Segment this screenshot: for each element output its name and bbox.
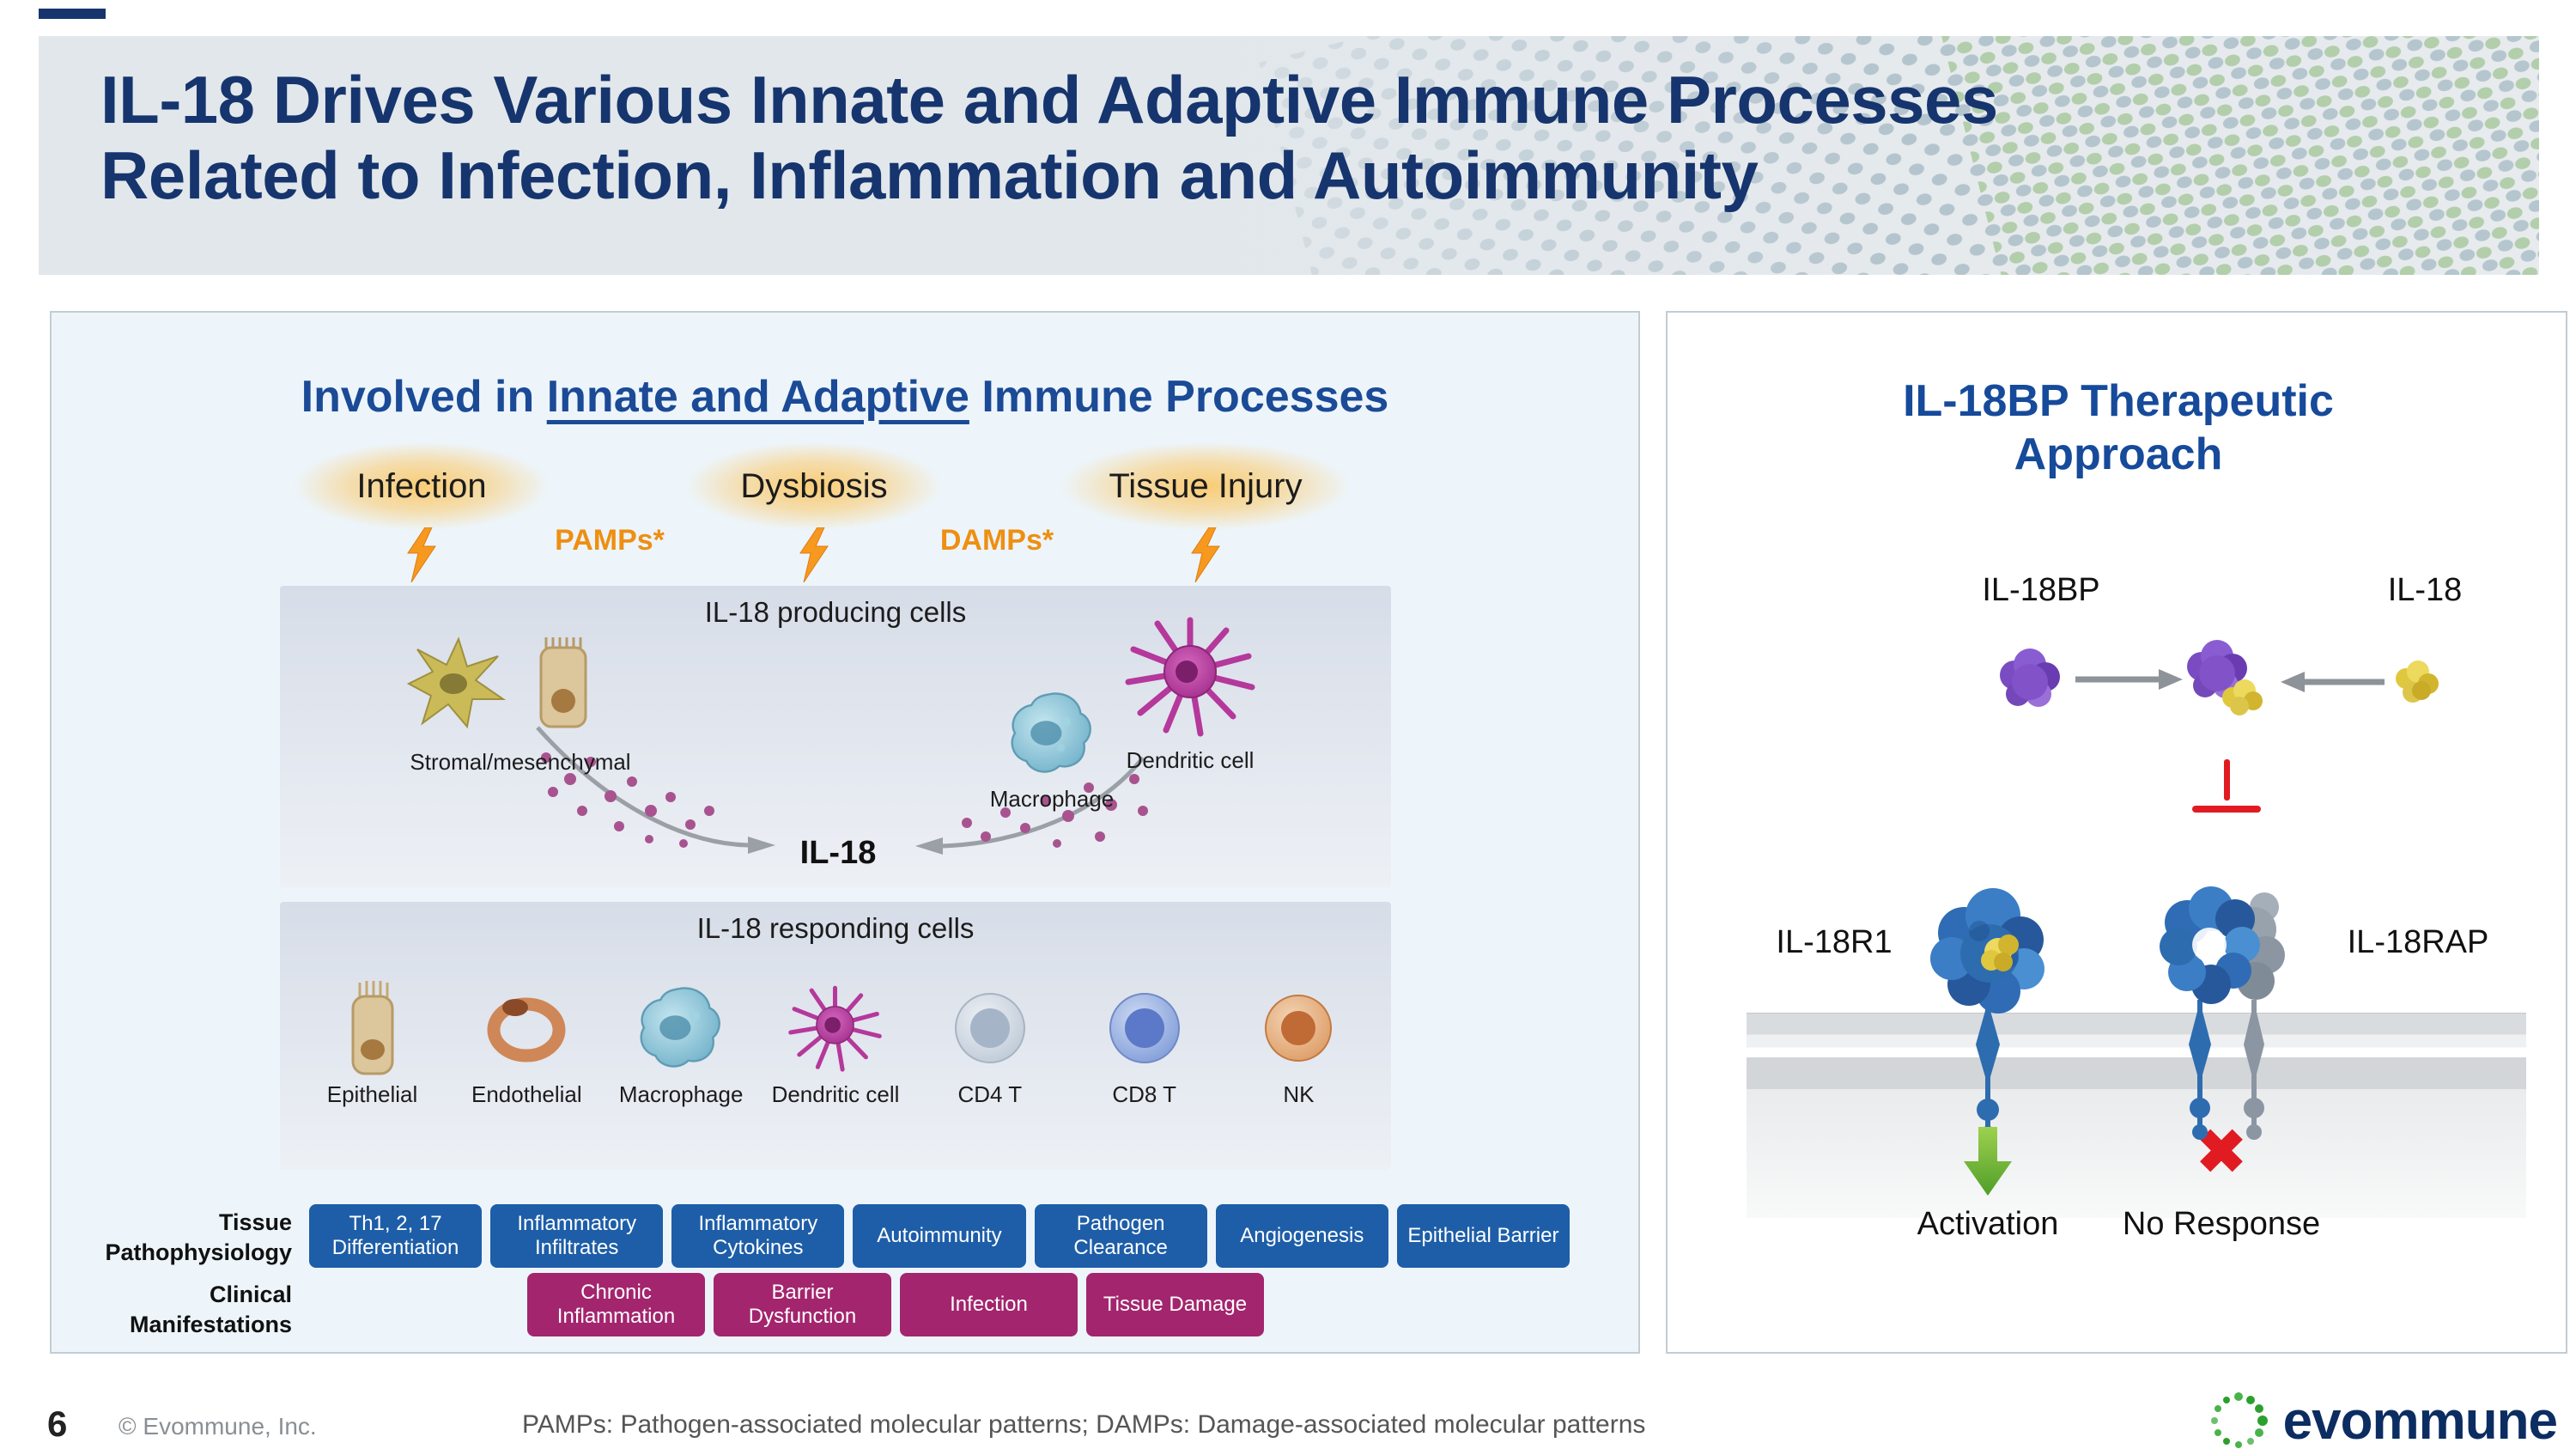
macrophage-icon (615, 977, 748, 1079)
clinical-chip: Barrier Dysfunction (714, 1273, 891, 1336)
no-response-label: No Response (2122, 1206, 2321, 1242)
cell-label: Dendritic cell (1126, 747, 1255, 773)
header-fade (39, 36, 2539, 275)
il18bp-binding-diagram (2000, 640, 2439, 715)
title-line-2: Related to Infection, Inflammation and A… (100, 137, 1759, 214)
panel-title-suffix: Immune Processes (969, 372, 1389, 422)
clinical-chip: Chronic Inflammation (527, 1273, 705, 1336)
dendritic-cell-icon (769, 977, 902, 1079)
il18r1-receptor-icon (1930, 888, 2044, 1166)
lightning-bolt-icon (407, 527, 436, 582)
copyright: © Evommune, Inc. (118, 1413, 317, 1440)
trigger-tissue-injury-label: Tissue Injury (1060, 441, 1352, 531)
logo-text: evommune (2282, 1391, 2558, 1449)
stromal-mesenchymal-icon (406, 636, 587, 729)
producing-box-title: IL-18 producing cells (704, 596, 967, 628)
lightning-bolt-icon (1191, 527, 1220, 582)
il18-molecule-icon (2396, 661, 2439, 703)
damps-label: DAMPs* (939, 524, 1054, 557)
il18-producing-cells-box: IL-18 producing cells (280, 586, 1391, 888)
cd4-t-cell-icon (923, 977, 1056, 1079)
trigger-infection-label: Infection (293, 441, 550, 531)
clinical-chip: Tissue Damage (1086, 1273, 1264, 1336)
tissue-pathophysiology-label: Tissue Pathophysiology (105, 1209, 292, 1266)
cell-label: CD4 T (957, 1081, 1023, 1107)
responding-cell-cd8t: CD8 T (1078, 977, 1211, 1108)
responding-cell-endothelial: Endothelial (460, 977, 593, 1108)
cell-label: Macrophage (989, 786, 1115, 812)
tissue-chip: Angiogenesis (1215, 1204, 1388, 1268)
responding-cell-nk: NK (1232, 977, 1365, 1108)
responding-cell-cd4t: CD4 T (923, 977, 1056, 1108)
panel-title-prefix: Involved in (301, 372, 547, 422)
cell-membrane (1747, 1013, 2526, 1090)
trigger-infection: Infection (293, 441, 550, 582)
trigger-dysbiosis-label: Dysbiosis (685, 441, 943, 531)
panel-title-underlined: Innate and Adaptive (546, 372, 969, 422)
title-line-1: IL-18 Drives Various Innate and Adaptive… (100, 62, 1998, 137)
therapeutic-approach-panel: IL-18BP Therapeutic Approach IL-18BP IL-… (1666, 311, 2567, 1354)
il18rap-label: IL-18RAP (2347, 924, 2489, 960)
tissue-chip: Pathogen Clearance (1034, 1204, 1207, 1268)
activation-label: Activation (1917, 1206, 2059, 1242)
nk-cell-icon (1232, 977, 1365, 1079)
il18bp-molecule-icon (2000, 648, 2060, 707)
cell-label: Macrophage (618, 1081, 744, 1107)
cell-label: CD8 T (1112, 1081, 1176, 1107)
cd8-t-cell-icon (1078, 977, 1211, 1079)
il18-label: IL-18 (799, 835, 877, 871)
dendritic-cell-icon (1125, 617, 1255, 737)
trigger-dysbiosis: Dysbiosis (685, 441, 943, 582)
macrophage-icon (1011, 692, 1091, 773)
tissue-chip: Autoimmunity (853, 1204, 1026, 1268)
inhibition-icon (2192, 759, 2261, 813)
producing-macrophage: Macrophage (987, 689, 1116, 813)
epithelial-cell-icon (306, 977, 439, 1079)
lightning-bolt-icon (799, 527, 829, 582)
tissue-chip: Inflammatory Cytokines (671, 1204, 845, 1268)
clinical-manifestations-label: Clinical Manifestations (129, 1282, 292, 1338)
producing-dendritic-cell: Dendritic cell (1109, 612, 1272, 774)
responding-cell-epithelial: Epithelial (306, 977, 439, 1108)
responding-cell-dendritic: Dendritic cell (769, 977, 902, 1108)
cytoplasm-shading (1747, 1089, 2526, 1218)
il18r1-label: IL-18R1 (1776, 924, 1893, 960)
evommune-logo: evommune (2204, 1386, 2558, 1449)
tissue-chip: Epithelial Barrier (1396, 1204, 1570, 1268)
slide-header: IL-18 Drives Various Innate and Adaptive… (39, 36, 2539, 275)
il18bp-label: IL-18BP (1982, 572, 2100, 608)
responding-cell-macrophage: Macrophage (615, 977, 748, 1108)
tissue-pathophysiology-row: Th1, 2, 17 Differentiation Inflammatory … (309, 1204, 1570, 1268)
clinical-chip: Infection (900, 1273, 1078, 1336)
footnote: PAMPs: Pathogen-associated molecular pat… (522, 1410, 1646, 1439)
therapeutic-title: IL-18BP Therapeutic Approach (1903, 376, 2334, 480)
responding-cells-row: Epithelial Endothelial (306, 977, 1365, 1108)
cell-label: Endothelial (471, 1081, 582, 1107)
tissue-chip: Th1, 2, 17 Differentiation (309, 1204, 483, 1268)
evommune-logo-icon (2210, 1392, 2268, 1448)
il18bp-il18-complex-icon (2187, 640, 2263, 715)
il18-responding-cells-box: IL-18 responding cells Epithelial (280, 902, 1391, 1170)
cell-label: Stromal/mesenchymal (410, 749, 631, 775)
panel-title: Involved in Innate and Adaptive Immune P… (52, 371, 1638, 423)
tissue-chip: Inflammatory Infiltrates (490, 1204, 664, 1268)
activation-arrow-icon (1964, 1127, 2012, 1196)
endothelial-cell-icon (460, 977, 593, 1079)
il18rap-receptor-icon (2160, 886, 2285, 1140)
cell-label: Dendritic cell (771, 1081, 900, 1107)
clinical-manifestations-row: Chronic Inflammation Barrier Dysfunction… (527, 1273, 1264, 1336)
responding-box-title: IL-18 responding cells (696, 912, 975, 944)
immune-processes-panel: Involved in Innate and Adaptive Immune P… (50, 311, 1640, 1354)
page-title: IL-18 Drives Various Innate and Adaptive… (39, 36, 2539, 213)
page-number: 6 (47, 1403, 68, 1444)
top-accent-bar (39, 9, 106, 19)
il18-label: IL-18 (2387, 572, 2463, 608)
cell-label: Epithelial (326, 1081, 418, 1107)
stromal-mesenchymal-cells: Stromal/mesenchymal (383, 630, 658, 776)
pamps-label: PAMPs* (555, 524, 665, 557)
cell-label: NK (1283, 1081, 1315, 1107)
trigger-tissue-injury: Tissue Injury (1060, 441, 1352, 582)
